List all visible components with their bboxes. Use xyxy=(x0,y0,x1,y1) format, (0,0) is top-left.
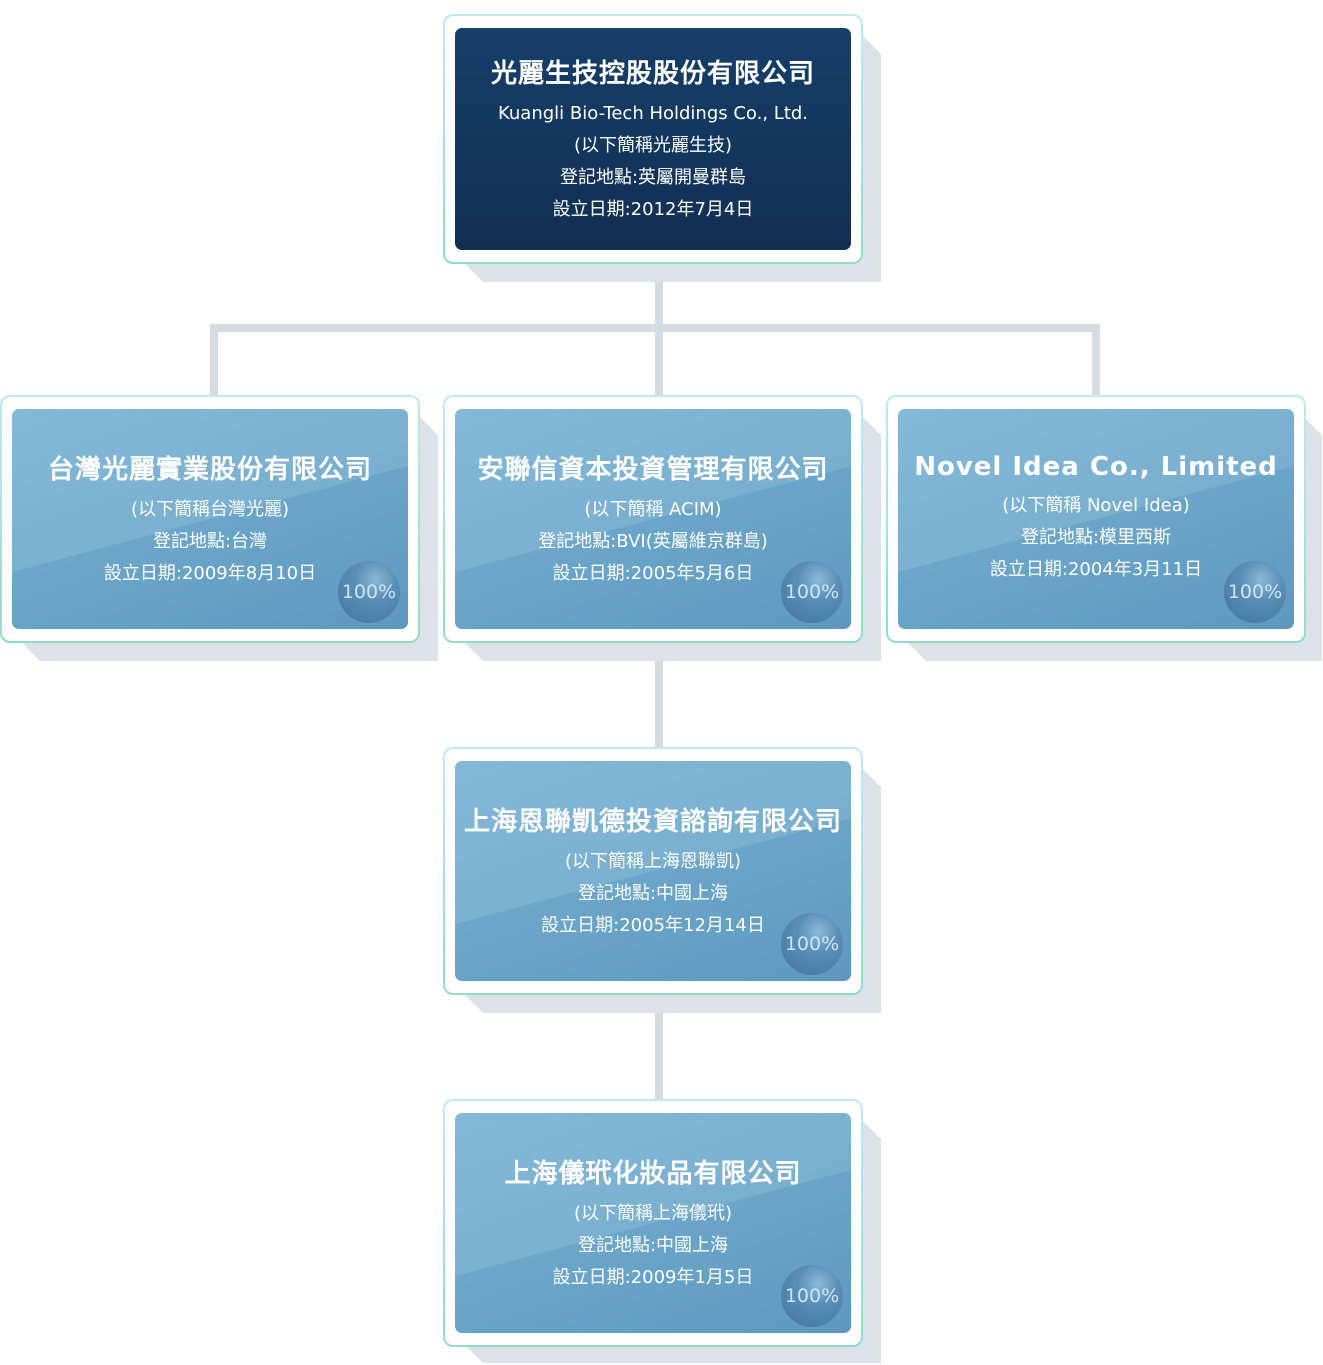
shanghai-enliankai-title: 上海恩聯凱德投資諮詢有限公司 xyxy=(463,806,842,837)
shanghai-yidai-registered-place: 登記地點:中國上海 xyxy=(577,1234,729,1256)
shanghai-yidai-abbreviation: (以下簡稱上海儀玳) xyxy=(573,1202,733,1224)
node-shanghai-yidai: 上海儀玳化妝品有限公司 (以下簡稱上海儀玳) 登記地點:中國上海 設立日期:20… xyxy=(443,1099,863,1347)
acim-card: 安聯信資本投資管理有限公司 (以下簡稱 ACIM) 登記地點:BVI(英屬維京群… xyxy=(455,409,851,629)
shanghai-yidai-card: 上海儀玳化妝品有限公司 (以下簡稱上海儀玳) 登記地點:中國上海 設立日期:20… xyxy=(455,1113,851,1333)
taiwan-kuangli-abbreviation: (以下簡稱台灣光麗) xyxy=(130,498,290,520)
ownership-badge: 100% xyxy=(1224,561,1286,623)
ownership-badge: 100% xyxy=(781,561,843,623)
root-abbreviation: (以下簡稱光麗生技) xyxy=(573,134,733,156)
root-english-name: Kuangli Bio-Tech Holdings Co., Ltd. xyxy=(497,102,809,124)
node-novel-idea: Novel Idea Co., Limited (以下簡稱 Novel Idea… xyxy=(886,395,1306,643)
root-title: 光麗生技控股股份有限公司 xyxy=(490,58,815,89)
shanghai-enliankai-abbreviation: (以下簡稱上海恩聯凱) xyxy=(564,850,742,872)
connector-root-down xyxy=(655,280,663,330)
taiwan-kuangli-title: 台灣光麗實業股份有限公司 xyxy=(47,454,372,485)
shanghai-enliankai-registered-place: 登記地點:中國上海 xyxy=(577,882,729,904)
node-taiwan-kuangli: 台灣光麗實業股份有限公司 (以下簡稱台灣光麗) 登記地點:台灣 設立日期:200… xyxy=(0,395,420,643)
novel-idea-established-date: 設立日期:2004年3月11日 xyxy=(989,559,1203,580)
shanghai-enliankai-established-date: 設立日期:2005年12月14日 xyxy=(541,914,765,936)
node-acim: 安聯信資本投資管理有限公司 (以下簡稱 ACIM) 登記地點:BVI(英屬維京群… xyxy=(443,395,863,643)
acim-registered-place: 登記地點:BVI(英屬維京群島) xyxy=(538,530,768,552)
shanghai-yidai-established-date: 設立日期:2009年1月5日 xyxy=(552,1266,754,1288)
root-card: 光麗生技控股股份有限公司 Kuangli Bio-Tech Holdings C… xyxy=(455,28,851,250)
connector-right-down xyxy=(1092,324,1100,396)
novel-idea-card: Novel Idea Co., Limited (以下簡稱 Novel Idea… xyxy=(898,409,1294,629)
novel-idea-title: Novel Idea Co., Limited xyxy=(914,452,1278,482)
acim-title: 安聯信資本投資管理有限公司 xyxy=(477,454,829,485)
root-established-date: 設立日期:2012年7月4日 xyxy=(552,198,754,220)
taiwan-kuangli-established-date: 設立日期:2009年8月10日 xyxy=(103,562,317,584)
root-registered-place: 登記地點:英屬開曼群島 xyxy=(559,166,747,188)
shanghai-yidai-title: 上海儀玳化妝品有限公司 xyxy=(504,1158,802,1189)
ownership-badge: 100% xyxy=(781,913,843,975)
novel-idea-abbreviation: (以下簡稱 Novel Idea) xyxy=(1002,495,1190,516)
shanghai-enliankai-card: 上海恩聯凱德投資諮詢有限公司 (以下簡稱上海恩聯凱) 登記地點:中國上海 設立日… xyxy=(455,761,851,981)
connector-acim-to-shanghai xyxy=(655,658,663,748)
node-shanghai-enliankai: 上海恩聯凱德投資諮詢有限公司 (以下簡稱上海恩聯凱) 登記地點:中國上海 設立日… xyxy=(443,747,863,995)
node-root: 光麗生技控股股份有限公司 Kuangli Bio-Tech Holdings C… xyxy=(443,14,863,264)
taiwan-kuangli-card: 台灣光麗實業股份有限公司 (以下簡稱台灣光麗) 登記地點:台灣 設立日期:200… xyxy=(12,409,408,629)
novel-idea-registered-place: 登記地點:模里西斯 xyxy=(1020,527,1172,548)
ownership-badge: 100% xyxy=(781,1265,843,1327)
acim-established-date: 設立日期:2005年5月6日 xyxy=(552,562,754,584)
connector-center-down xyxy=(655,324,663,396)
connector-left-down xyxy=(210,324,218,396)
acim-abbreviation: (以下簡稱 ACIM) xyxy=(584,498,722,520)
taiwan-kuangli-registered-place: 登記地點:台灣 xyxy=(152,530,268,552)
ownership-badge: 100% xyxy=(338,561,400,623)
connector-shanghai-to-yidai xyxy=(655,1010,663,1100)
